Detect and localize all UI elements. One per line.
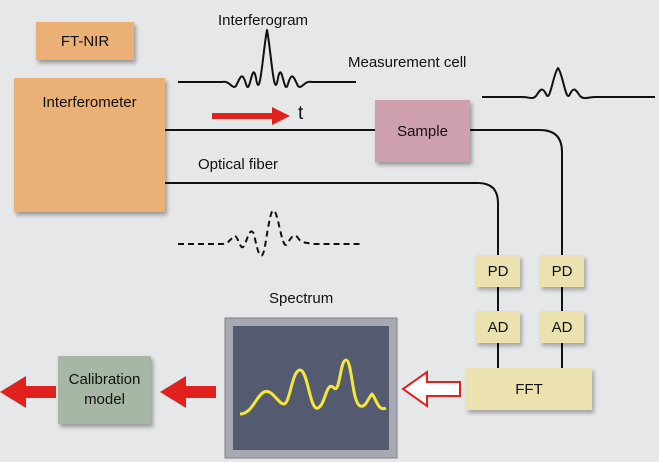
pd-left-box: PD xyxy=(476,255,520,287)
spectrum-monitor xyxy=(224,317,398,459)
fft-label: FFT xyxy=(515,380,543,398)
red-arrow-right-icon xyxy=(212,107,290,125)
measurement-cell-waveform xyxy=(482,67,655,100)
pd-left-label: PD xyxy=(487,262,509,280)
calibration-label-line2: model xyxy=(84,391,125,408)
reference-waveform-dashed xyxy=(178,209,362,257)
measurement-cell-label: Measurement cell xyxy=(348,54,467,71)
fiber-reference-to-left-pd xyxy=(165,182,499,258)
hollow-red-arrow-icon xyxy=(401,370,461,408)
time-axis-label: t xyxy=(298,103,304,124)
spectrum-trace xyxy=(239,358,387,416)
ftnir-label: FT-NIR xyxy=(60,32,110,50)
sample-box: Sample xyxy=(375,100,470,162)
pd-right-label: PD xyxy=(551,262,573,280)
red-arrow-left-icon xyxy=(160,376,216,408)
interferometer-box: Interferometer xyxy=(14,78,165,212)
ftnir-label-box: FT-NIR xyxy=(36,22,134,60)
fiber-sample-to-right-pd xyxy=(470,129,563,258)
fft-box: FFT xyxy=(466,368,592,410)
ad-right-label: AD xyxy=(551,318,573,336)
spectrum-label: Spectrum xyxy=(269,290,334,307)
red-arrow-output-icon xyxy=(0,376,56,408)
ad-left-label: AD xyxy=(487,318,509,336)
interferometer-label: Interferometer xyxy=(42,94,137,111)
calibration-model-box: Calibration model xyxy=(58,356,151,424)
sample-label: Sample xyxy=(397,122,448,140)
calibration-label-line1: Calibration xyxy=(68,371,141,388)
interferogram-label: Interferogram xyxy=(218,12,309,29)
ad-left-box: AD xyxy=(476,311,520,343)
fiber-lines xyxy=(165,129,563,368)
pd-right-box: PD xyxy=(540,255,584,287)
ad-right-box: AD xyxy=(540,311,584,343)
interferogram-waveform xyxy=(178,29,356,88)
optical-fiber-label: Optical fiber xyxy=(198,156,279,173)
